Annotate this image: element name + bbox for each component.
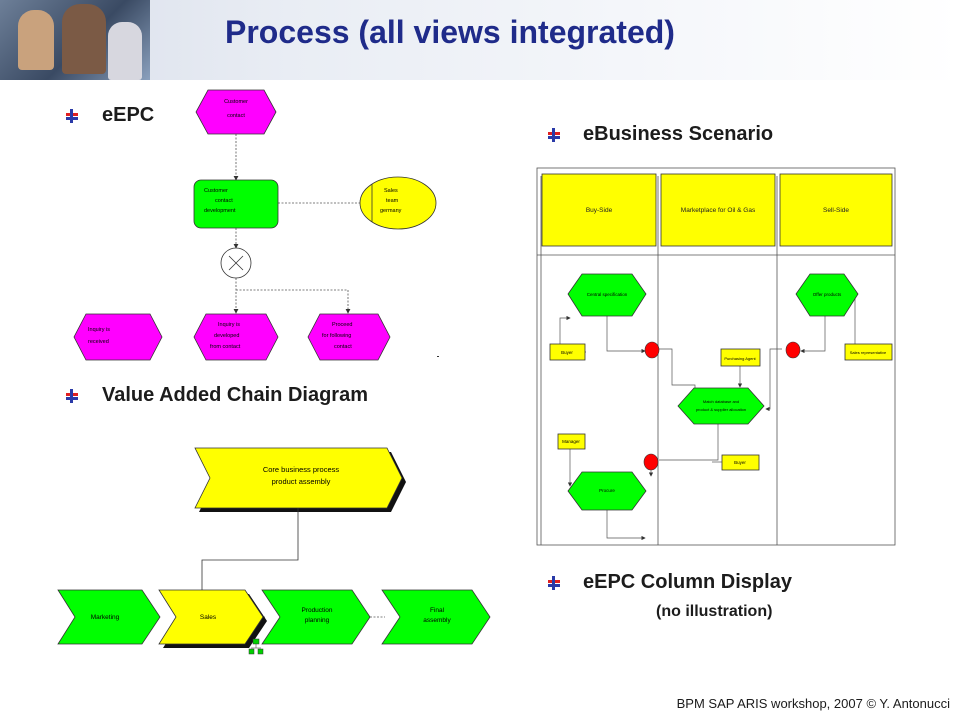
lane-label-marketplace: Marketplace for Oil & Gas xyxy=(680,206,756,214)
scenario-role-purchasing-agent xyxy=(720,348,761,367)
scenario-func-procure-label: Procure xyxy=(599,488,615,493)
vacd-core-line2: product assembly xyxy=(272,477,331,486)
photo-person-center xyxy=(62,4,106,74)
ebusiness-scenario-diagram: Central specification Offer products Mat… xyxy=(536,167,896,546)
photo-person-right xyxy=(108,22,142,80)
eepc-event-inquiry-developed xyxy=(193,313,279,361)
eepc-diagram: Customer contact Customer contact develo… xyxy=(73,89,439,361)
eepc-start-event xyxy=(195,89,277,135)
bullet-arrow-icon xyxy=(548,576,560,590)
vacd-step-final-assembly xyxy=(381,589,491,645)
scenario-xor-buy xyxy=(644,341,660,359)
scenario-func-procure xyxy=(567,471,647,511)
lane-label-buy-side: Buy-Side xyxy=(585,206,613,214)
scenario-xor-procure xyxy=(643,453,659,471)
eepc-event-3-line2: for following xyxy=(322,333,351,339)
scenario-func-match-line2: product & supplier allocation xyxy=(696,407,746,412)
scenario-func-match xyxy=(677,387,765,425)
eepc-event-3-line1: Proceed xyxy=(332,322,353,328)
vacd-step-1-label: Marketing xyxy=(91,614,120,621)
scenario-role-buyer-bottom-label: Buyer xyxy=(734,460,746,465)
vacd-step-production-planning xyxy=(261,589,371,645)
bullet-arrow-icon xyxy=(66,389,78,403)
eepc-start-event-line2: contact xyxy=(227,113,245,119)
lane-header-sell-side xyxy=(779,173,893,247)
scenario-func-match-line1: Match database and xyxy=(703,399,739,404)
eepc-function-line3: development xyxy=(204,208,236,214)
eepc-connectors xyxy=(233,134,360,314)
scenario-func-central-spec-label: Central specification xyxy=(587,292,628,297)
bullet-arrow-icon xyxy=(66,109,78,123)
scenario-func-central-spec xyxy=(567,273,647,317)
vacd-step-3-line2: planning xyxy=(305,617,330,624)
lane-label-sell-side: Sell-Side xyxy=(822,206,849,214)
eepc-event-1-line2: received xyxy=(88,339,109,345)
column-display-note: (no illustration) xyxy=(656,603,773,620)
vacd-step-4-line2: assembly xyxy=(423,617,451,624)
eepc-event-3-line3: contact xyxy=(334,344,352,350)
scenario-role-sales-rep-label: Sales representative xyxy=(850,350,887,355)
scenario-func-offer-products xyxy=(795,273,859,317)
eepc-event-1-line1: Inquiry is xyxy=(88,327,110,333)
scenario-role-manager-label: Manager xyxy=(562,439,580,444)
eepc-org-unit-line2: team xyxy=(386,198,399,204)
scenario-role-buyer-bottom xyxy=(721,454,760,471)
eepc-org-unit-line3: germany xyxy=(380,208,402,214)
vacd-core-process xyxy=(194,447,403,509)
bullet-column-display: eEPC Column Display xyxy=(583,571,792,593)
vacd-link xyxy=(201,508,299,590)
eepc-function-line1: Customer xyxy=(204,188,228,194)
scenario-role-purchasing-agent-label: Purchasing Agent xyxy=(724,356,756,361)
eepc-start-event-line1: Customer xyxy=(224,99,248,105)
eepc-event-2-line2: developed xyxy=(214,333,239,339)
scenario-role-buyer-top-label: Buyer xyxy=(561,350,573,355)
lane-header-marketplace xyxy=(660,173,776,247)
eepc-org-unit xyxy=(359,176,437,230)
eepc-event-proceed xyxy=(307,313,391,361)
bullet-ebusiness-scenario: eBusiness Scenario xyxy=(583,123,774,145)
eepc-event-2-line3: from contact xyxy=(210,344,241,350)
scenario-lane-dividers xyxy=(537,176,895,545)
vacd-assignment-icon xyxy=(248,638,264,655)
vacd-step-3-line1: Production xyxy=(301,607,332,614)
vacd-diagram: Core business process product assembly M… xyxy=(57,447,491,655)
vacd-step-4-line1: Final xyxy=(430,607,445,614)
eepc-function xyxy=(193,179,279,229)
eepc-org-unit-line1: Sales xyxy=(384,188,398,194)
vacd-step-2-label: Sales xyxy=(200,614,217,621)
scenario-xor-sell xyxy=(785,341,801,359)
bullet-value-added-chain: Value Added Chain Diagram xyxy=(102,384,368,406)
eepc-event-2-line1: Inquiry is xyxy=(218,322,240,328)
scenario-role-sales-rep xyxy=(844,343,893,361)
slide-title: Process (all views integrated) xyxy=(225,14,675,50)
scenario-role-manager xyxy=(557,433,586,450)
scenario-func-offer-products-label: Offer products xyxy=(813,292,842,297)
header-photo xyxy=(0,0,150,80)
bullet-eepc: eEPC xyxy=(102,104,155,126)
vacd-step-marketing xyxy=(57,589,161,645)
photo-person-left xyxy=(18,10,54,70)
eepc-stray-mark xyxy=(437,356,439,357)
eepc-event-inquiry-received xyxy=(73,313,163,361)
vacd-step-sales xyxy=(158,589,264,645)
vacd-core-line1: Core business process xyxy=(263,465,340,474)
footer-credit: BPM SAP ARIS workshop, 2007 © Y. Antonuc… xyxy=(676,696,950,711)
lane-header-buy-side xyxy=(541,173,657,247)
eepc-function-line2: contact xyxy=(215,198,233,204)
scenario-role-buyer-top xyxy=(549,343,586,361)
bullet-arrow-icon xyxy=(548,128,560,142)
header-band xyxy=(0,0,960,80)
